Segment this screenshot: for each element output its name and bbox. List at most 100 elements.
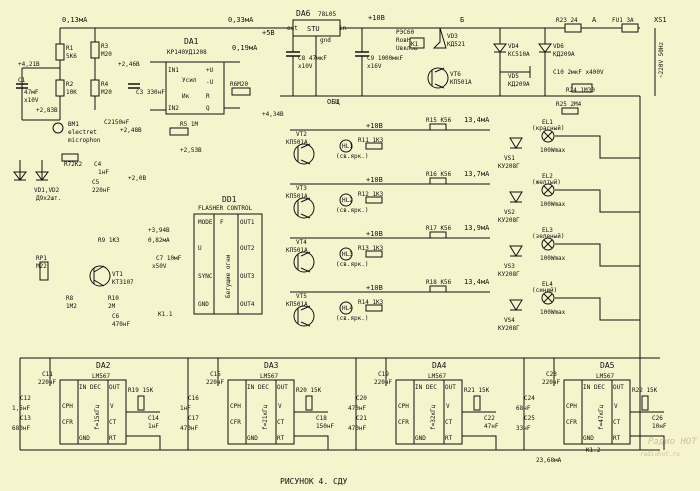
- svg-text:R24 1М30: R24 1М30: [566, 87, 595, 94]
- mosfet-label: VT5: [296, 293, 307, 300]
- svg-text:КТ3107: КТ3107: [112, 279, 134, 286]
- thyristor-type: КУ208Г: [498, 217, 520, 224]
- mosfet-type: КП501А: [286, 301, 308, 308]
- svg-text:1М2: 1М2: [66, 303, 77, 310]
- svg-text:DEC: DEC: [258, 384, 269, 391]
- svg-text:IN: IN: [583, 384, 591, 391]
- mosfet-symbol: [293, 251, 315, 273]
- svg-text:DA6: DA6: [296, 9, 311, 18]
- r5-resistor: R5 1М +2,53В: [169, 121, 202, 154]
- svg-text:R1: R1: [66, 45, 74, 52]
- svg-text:1нF: 1нF: [98, 169, 109, 176]
- svg-text:IN: IN: [79, 384, 87, 391]
- led-symbol: [339, 301, 353, 315]
- svg-text:470нF: 470нF: [112, 321, 130, 328]
- resistor-right-label: R16 К56: [426, 171, 452, 178]
- decoder-name: DA4: [432, 361, 447, 370]
- svg-text:V: V: [278, 403, 282, 410]
- c10-capacitor: C10 2мкF x400V: [553, 69, 604, 76]
- lamp-power: 100Wmax: [540, 309, 566, 316]
- svg-text:Ик: Ик: [182, 93, 190, 100]
- svg-text:R: R: [206, 93, 210, 100]
- svg-text:gnd: gnd: [320, 37, 331, 44]
- svg-text:1нF: 1нF: [180, 405, 191, 412]
- lamp-color: (синий): [532, 287, 557, 294]
- svg-text:R2: R2: [66, 81, 74, 88]
- current-label: 13,9мА: [464, 224, 490, 232]
- thyristor-symbol: [509, 191, 523, 203]
- vd4-diode: VD4 КС510А: [493, 28, 530, 96]
- lamp-label: EL4: [542, 281, 553, 288]
- svg-text:VD5: VD5: [508, 73, 519, 80]
- svg-text:КР140УД1208: КР140УД1208: [167, 49, 207, 56]
- lamp-label: EL2: [542, 173, 553, 180]
- svg-text:K1: K1: [411, 41, 419, 48]
- vd5-diode: VD5 КД209А: [500, 66, 531, 88]
- decoder-frequency: f=47кГц: [598, 404, 605, 430]
- timing-cap-label: C22: [484, 415, 495, 422]
- decoder-type: LM567: [92, 373, 110, 380]
- led-label: HL4: [342, 305, 353, 312]
- svg-text:+3,94В: +3,94В: [148, 227, 170, 234]
- svg-text:150нF: 150нF: [316, 423, 334, 430]
- svg-text:C3 330нF: C3 330нF: [136, 89, 165, 96]
- svg-text:КС510А: КС510А: [508, 51, 530, 58]
- resistor-left-label: R11 1К3: [358, 137, 384, 144]
- svg-text:М20: М20: [101, 51, 112, 58]
- cap-a-label: C23: [546, 371, 557, 378]
- lamp-label: EL1: [542, 119, 553, 126]
- channel-10v-label: +10В: [366, 176, 383, 184]
- svg-text:OUT: OUT: [445, 384, 456, 391]
- svg-text:DEC: DEC: [594, 384, 605, 391]
- label-019ma: 0,19мА: [232, 44, 258, 52]
- svg-text:VT6: VT6: [450, 71, 461, 78]
- svg-text:Q: Q: [206, 105, 210, 112]
- svg-text:OUT: OUT: [613, 384, 624, 391]
- svg-text:КД209А: КД209А: [553, 51, 575, 58]
- mosfet-label: VT4: [296, 239, 307, 246]
- cap-b-label: C20: [356, 395, 367, 402]
- label-2v: +2,0В: [128, 175, 146, 182]
- svg-text:GND: GND: [79, 435, 90, 442]
- svg-text:CT: CT: [277, 419, 285, 426]
- lamp-color: (желтый): [532, 179, 561, 186]
- thyristor-symbol: [509, 299, 523, 311]
- svg-text:DEC: DEC: [90, 384, 101, 391]
- thyristor-type: КУ208Г: [498, 163, 520, 170]
- current-label: 13,7мА: [464, 170, 490, 178]
- xs1-connector: XS1 ~220V 50Hz: [654, 16, 667, 78]
- resistor-right-label: R15 К56: [426, 117, 452, 124]
- svg-text:C6: C6: [112, 313, 120, 320]
- svg-text:CT: CT: [613, 419, 621, 426]
- decoder-type: LM567: [596, 373, 614, 380]
- svg-text:10нF: 10нF: [652, 423, 667, 430]
- mosfet-type: КП501А: [286, 247, 308, 254]
- label-5v: +5В: [262, 29, 275, 37]
- svg-text:x50V: x50V: [152, 263, 167, 270]
- lamp-symbol: [541, 183, 555, 197]
- svg-text:CPH: CPH: [398, 403, 409, 410]
- resistor-left-label: R14 1К3: [358, 299, 384, 306]
- svg-text:FU1 3А: FU1 3А: [612, 17, 634, 24]
- svg-text:electret: electret: [68, 129, 97, 136]
- svg-text:VD1,VD2: VD1,VD2: [34, 187, 60, 194]
- mosfet-symbol: [293, 143, 315, 165]
- mosfet-label: VT2: [296, 131, 307, 138]
- svg-text:C7 10мF: C7 10мF: [156, 255, 182, 262]
- resistor-right-label: R17 К56: [426, 225, 452, 232]
- svg-text:RT: RT: [445, 435, 453, 442]
- svg-text:КП501А: КП501А: [450, 79, 472, 86]
- label-a: А: [592, 16, 597, 24]
- svg-text:U: U: [198, 245, 202, 252]
- mosfet-type: КП501А: [286, 193, 308, 200]
- svg-text:+2,53В: +2,53В: [180, 147, 202, 154]
- lamp-label: EL3: [542, 227, 553, 234]
- watermark-logo: Радио HOT radiohot.ru: [640, 437, 697, 458]
- svg-text:R3: R3: [101, 43, 109, 50]
- cap-a-label: C15: [210, 371, 221, 378]
- r6-resistor: R6М20 +4,34В: [230, 81, 284, 118]
